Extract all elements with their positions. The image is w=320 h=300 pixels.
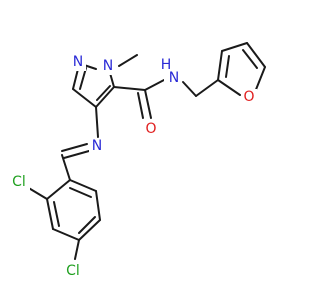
- bond-c4-c5: [95, 86, 115, 108]
- bond-furan-o-c5: [254, 66, 266, 93]
- bond-c5-n2: [109, 72, 115, 88]
- carbonyl-oxygen: O: [145, 121, 156, 137]
- bond-c5-carbonyl: [113, 86, 146, 91]
- bond-furan-c2-o: [217, 79, 241, 96]
- bond-carbonyl-o-double: [137, 92, 144, 119]
- bond-ar2-cl: [26, 186, 48, 200]
- bond-ar5-ar6: [95, 190, 101, 221]
- bond-ar2-ar3-double: [53, 201, 60, 227]
- bond-carbonyl-namide: [144, 79, 165, 91]
- bond-ar4-ar5: [78, 219, 101, 241]
- bond-ar6-ar1-double: [69, 187, 92, 198]
- chlorine-para: Cl: [66, 263, 80, 279]
- bond-ar6-ar1: [69, 179, 97, 192]
- bond-n1-c3-double: [79, 67, 87, 90]
- bond-ar3-ar4: [52, 228, 80, 241]
- bond-ar2-ar3: [46, 198, 54, 230]
- ring-nitrogen-1: N: [73, 54, 83, 70]
- bonds: [26, 42, 266, 260]
- molecule-diagram: N N N H O O N Cl Cl: [8, 42, 266, 280]
- bond-furan-c3-c2-double: [225, 55, 230, 78]
- imine-nitrogen: N: [92, 138, 102, 154]
- bond-furan-c3-c2: [217, 50, 223, 81]
- chlorine-ortho: Cl: [12, 174, 26, 190]
- bond-ch2-furan: [195, 79, 219, 97]
- bond-nimine-ch: [63, 150, 90, 159]
- bond-carbonyl-o: [144, 89, 152, 119]
- furan-oxygen: O: [243, 89, 254, 105]
- bond-n2-methyl: [118, 54, 138, 67]
- bond-ch-aryl: [61, 154, 71, 181]
- bond-furan-c5-c4: [246, 42, 266, 68]
- bond-namide-ch2: [182, 81, 197, 97]
- atom-labels: N N N H O O N Cl Cl: [8, 54, 257, 280]
- bond-ar4-cl: [74, 239, 80, 260]
- ring-nitrogen-2: N: [103, 58, 113, 74]
- amide-hydrogen: H: [161, 57, 172, 73]
- bond-furan-c4-c3: [221, 42, 248, 52]
- bond-ar4-ar5-double: [78, 216, 96, 234]
- bond-c4-c5-double: [96, 85, 111, 101]
- bond-ar1-ar2: [46, 179, 71, 200]
- bond-c4-nimine: [95, 106, 99, 138]
- bond-c3-c4: [72, 88, 97, 108]
- bond-furan-c5-c4-double: [242, 49, 258, 69]
- bond-nimine-ch-double: [61, 143, 88, 152]
- amide-nitrogen: N: [169, 70, 179, 86]
